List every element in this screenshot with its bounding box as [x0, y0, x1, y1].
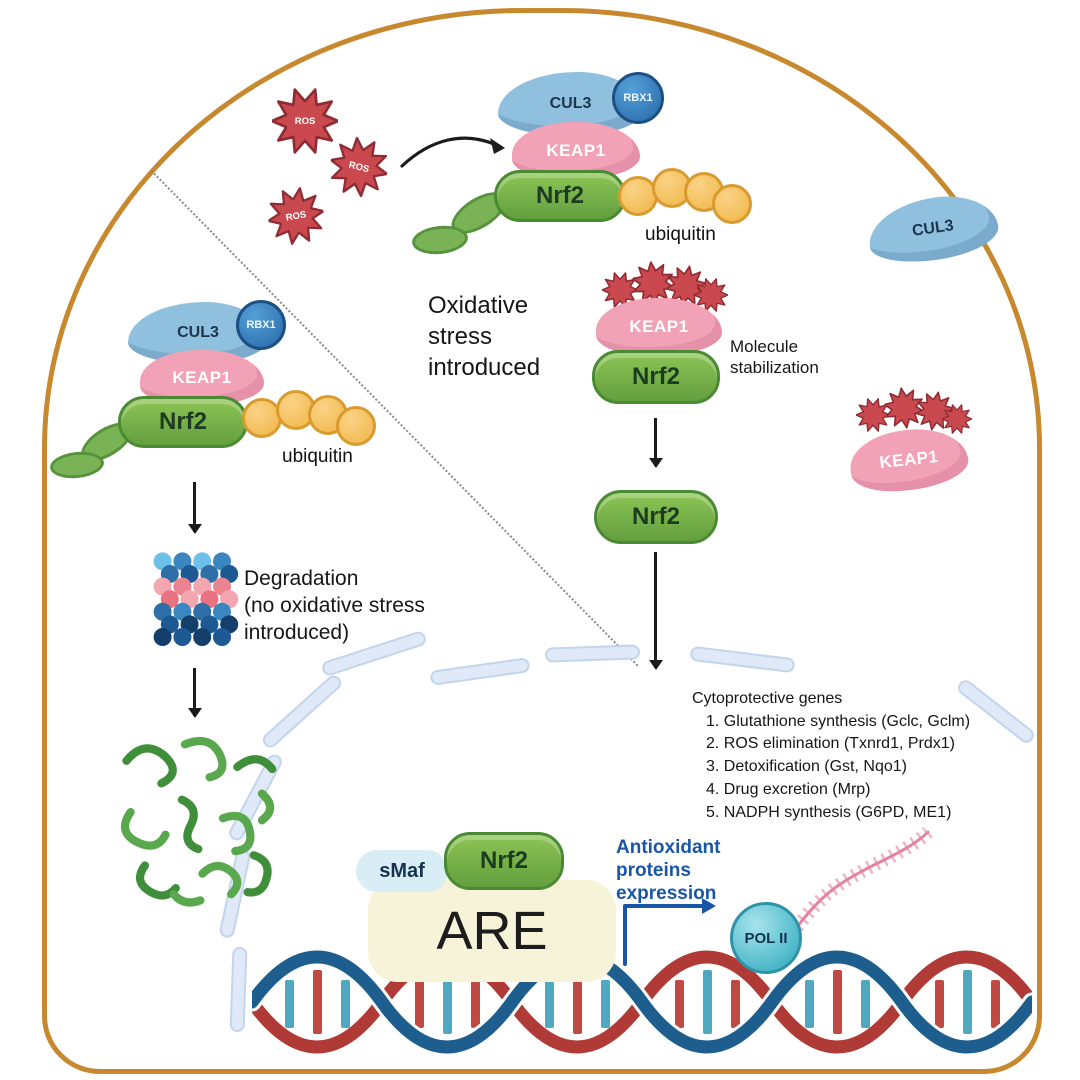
expression-arrow [623, 898, 716, 966]
cul3-label: CUL3 [177, 324, 219, 341]
nrf2-box: Nrf2 [494, 170, 626, 222]
ros-label: ROS [284, 208, 308, 224]
cytoprotective-genes-block: Cytoprotective genes 1. Glutathione synt… [692, 688, 1047, 824]
degradation-note: Degradation (no oxidative stress introdu… [244, 567, 425, 644]
cytoprotective-genes-list: 1. Glutathione synthesis (Gclc, Gclm) 2.… [692, 711, 1047, 825]
cul3-label: CUL3 [549, 95, 592, 112]
nrf2-label: Nrf2 [631, 363, 680, 390]
arch-border [42, 8, 1042, 1074]
ros-molecule: ROS [264, 184, 329, 249]
keap1-label: KEAP1 [546, 141, 606, 160]
are-box: ARE [368, 880, 616, 982]
keap1-label: KEAP1 [878, 446, 940, 473]
ros-star-icon [942, 404, 972, 434]
ubiquitin-bead [712, 184, 752, 224]
nrf2-label: Nrf2 [479, 847, 528, 874]
gene-list-item: 2. ROS elimination (Txnrd1, Prdx1) [706, 735, 955, 753]
molecule-stabilization-note: Molecule stabilization [730, 337, 819, 378]
ubiquitin-bead [336, 406, 376, 446]
dna-helix [252, 947, 1032, 1057]
polii-label: POL II [744, 929, 788, 947]
rbx1-label: RBX1 [623, 92, 653, 104]
ubiquitin-bead [618, 176, 658, 216]
nrf2-box: Nrf2 [592, 350, 720, 404]
nrf2-box: Nrf2 [118, 396, 248, 448]
nrf2-label: Nrf2 [631, 503, 680, 530]
gene-list-item: 4. Drug excretion (Mrp) [706, 780, 871, 798]
gene-list-item: 1. Glutathione synthesis (Gclc, Gclm) [706, 712, 971, 730]
arrow-down [654, 418, 657, 466]
nrf2-label: Nrf2 [158, 408, 207, 435]
rbx1-badge: RBX1 [236, 300, 286, 350]
nucleus-membrane-arc [229, 946, 248, 1033]
curved-arrow [400, 136, 505, 168]
smaf-label: sMaf [379, 859, 425, 882]
antioxidant-expression-note: Antioxidant proteins expression [616, 837, 721, 905]
gene-list-item: 3. Detoxification (Gst, Nqo1) [706, 758, 907, 776]
ros-label: ROS [294, 115, 316, 127]
ros-molecule: ROS [272, 88, 338, 154]
rbx1-badge: RBX1 [612, 72, 664, 124]
are-label: ARE [436, 901, 548, 961]
gene-list-item: 5. NADPH synthesis (G6PD, ME1) [706, 803, 952, 821]
smaf-pill: sMaf [356, 850, 448, 892]
free-nrf2-box: Nrf2 [594, 490, 718, 544]
arrow-down [193, 482, 196, 532]
cul3-label: CUL3 [911, 217, 955, 240]
nrf2-label: Nrf2 [535, 182, 584, 209]
nrf2-box: Nrf2 [444, 832, 564, 890]
keap1-label: KEAP1 [629, 317, 689, 336]
oxidative-stress-note: Oxidative stress introduced [428, 292, 541, 382]
degraded-protein-icon [120, 736, 277, 907]
proteasome-icon [153, 552, 239, 646]
ubiquitin-label: ubiquitin [282, 446, 353, 467]
rbx1-label: RBX1 [246, 319, 276, 331]
arrow-down [193, 668, 196, 716]
polii-circle: POL II [730, 902, 802, 974]
arrow-down [654, 552, 657, 668]
cytoprotective-genes-title: Cytoprotective genes [692, 690, 843, 707]
keap1-label: KEAP1 [172, 368, 232, 387]
mrna-icon [786, 826, 933, 939]
ubiquitin-label: ubiquitin [645, 224, 716, 245]
keap1-blob: KEAP1 [596, 298, 722, 356]
